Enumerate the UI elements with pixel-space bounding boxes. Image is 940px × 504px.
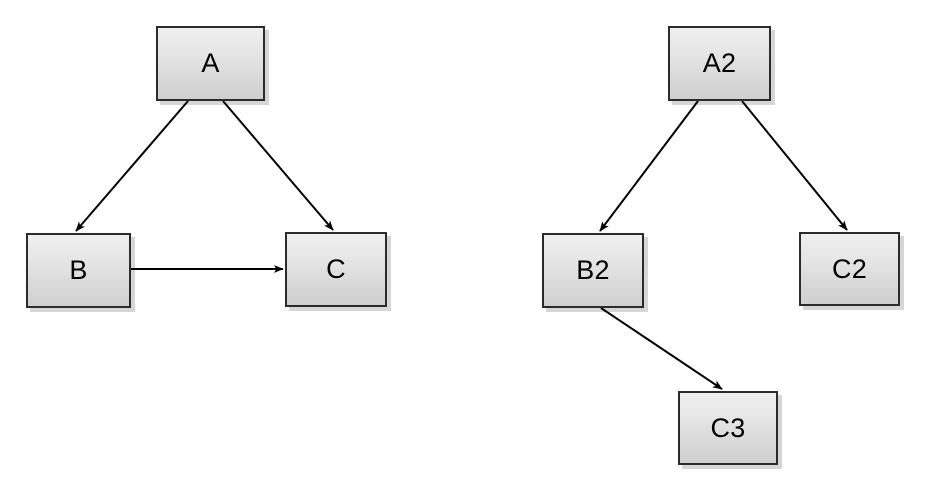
node-a[interactable]: A [156,26,265,101]
node-label-a: A [201,48,220,78]
edge-b2-to-c3 [600,307,723,390]
node-label-b: B [69,255,88,285]
edge-a-to-c [222,100,334,231]
node-c3[interactable]: C3 [678,391,778,465]
node-label-c3: C3 [710,412,746,443]
edge-a2-to-c2 [741,100,848,231]
edge-a2-to-b2 [599,100,699,232]
node-label-a2: A2 [702,48,737,78]
node-label-c2: C2 [831,253,868,284]
node-c[interactable]: C [285,232,387,307]
edge-a-to-b [75,100,189,232]
node-b2[interactable]: B2 [542,233,644,308]
node-label-c: C [326,254,346,284]
node-c2[interactable]: C2 [799,232,900,306]
node-label-b2: B2 [576,255,610,285]
node-a2[interactable]: A2 [668,26,771,101]
node-b[interactable]: B [26,233,131,308]
